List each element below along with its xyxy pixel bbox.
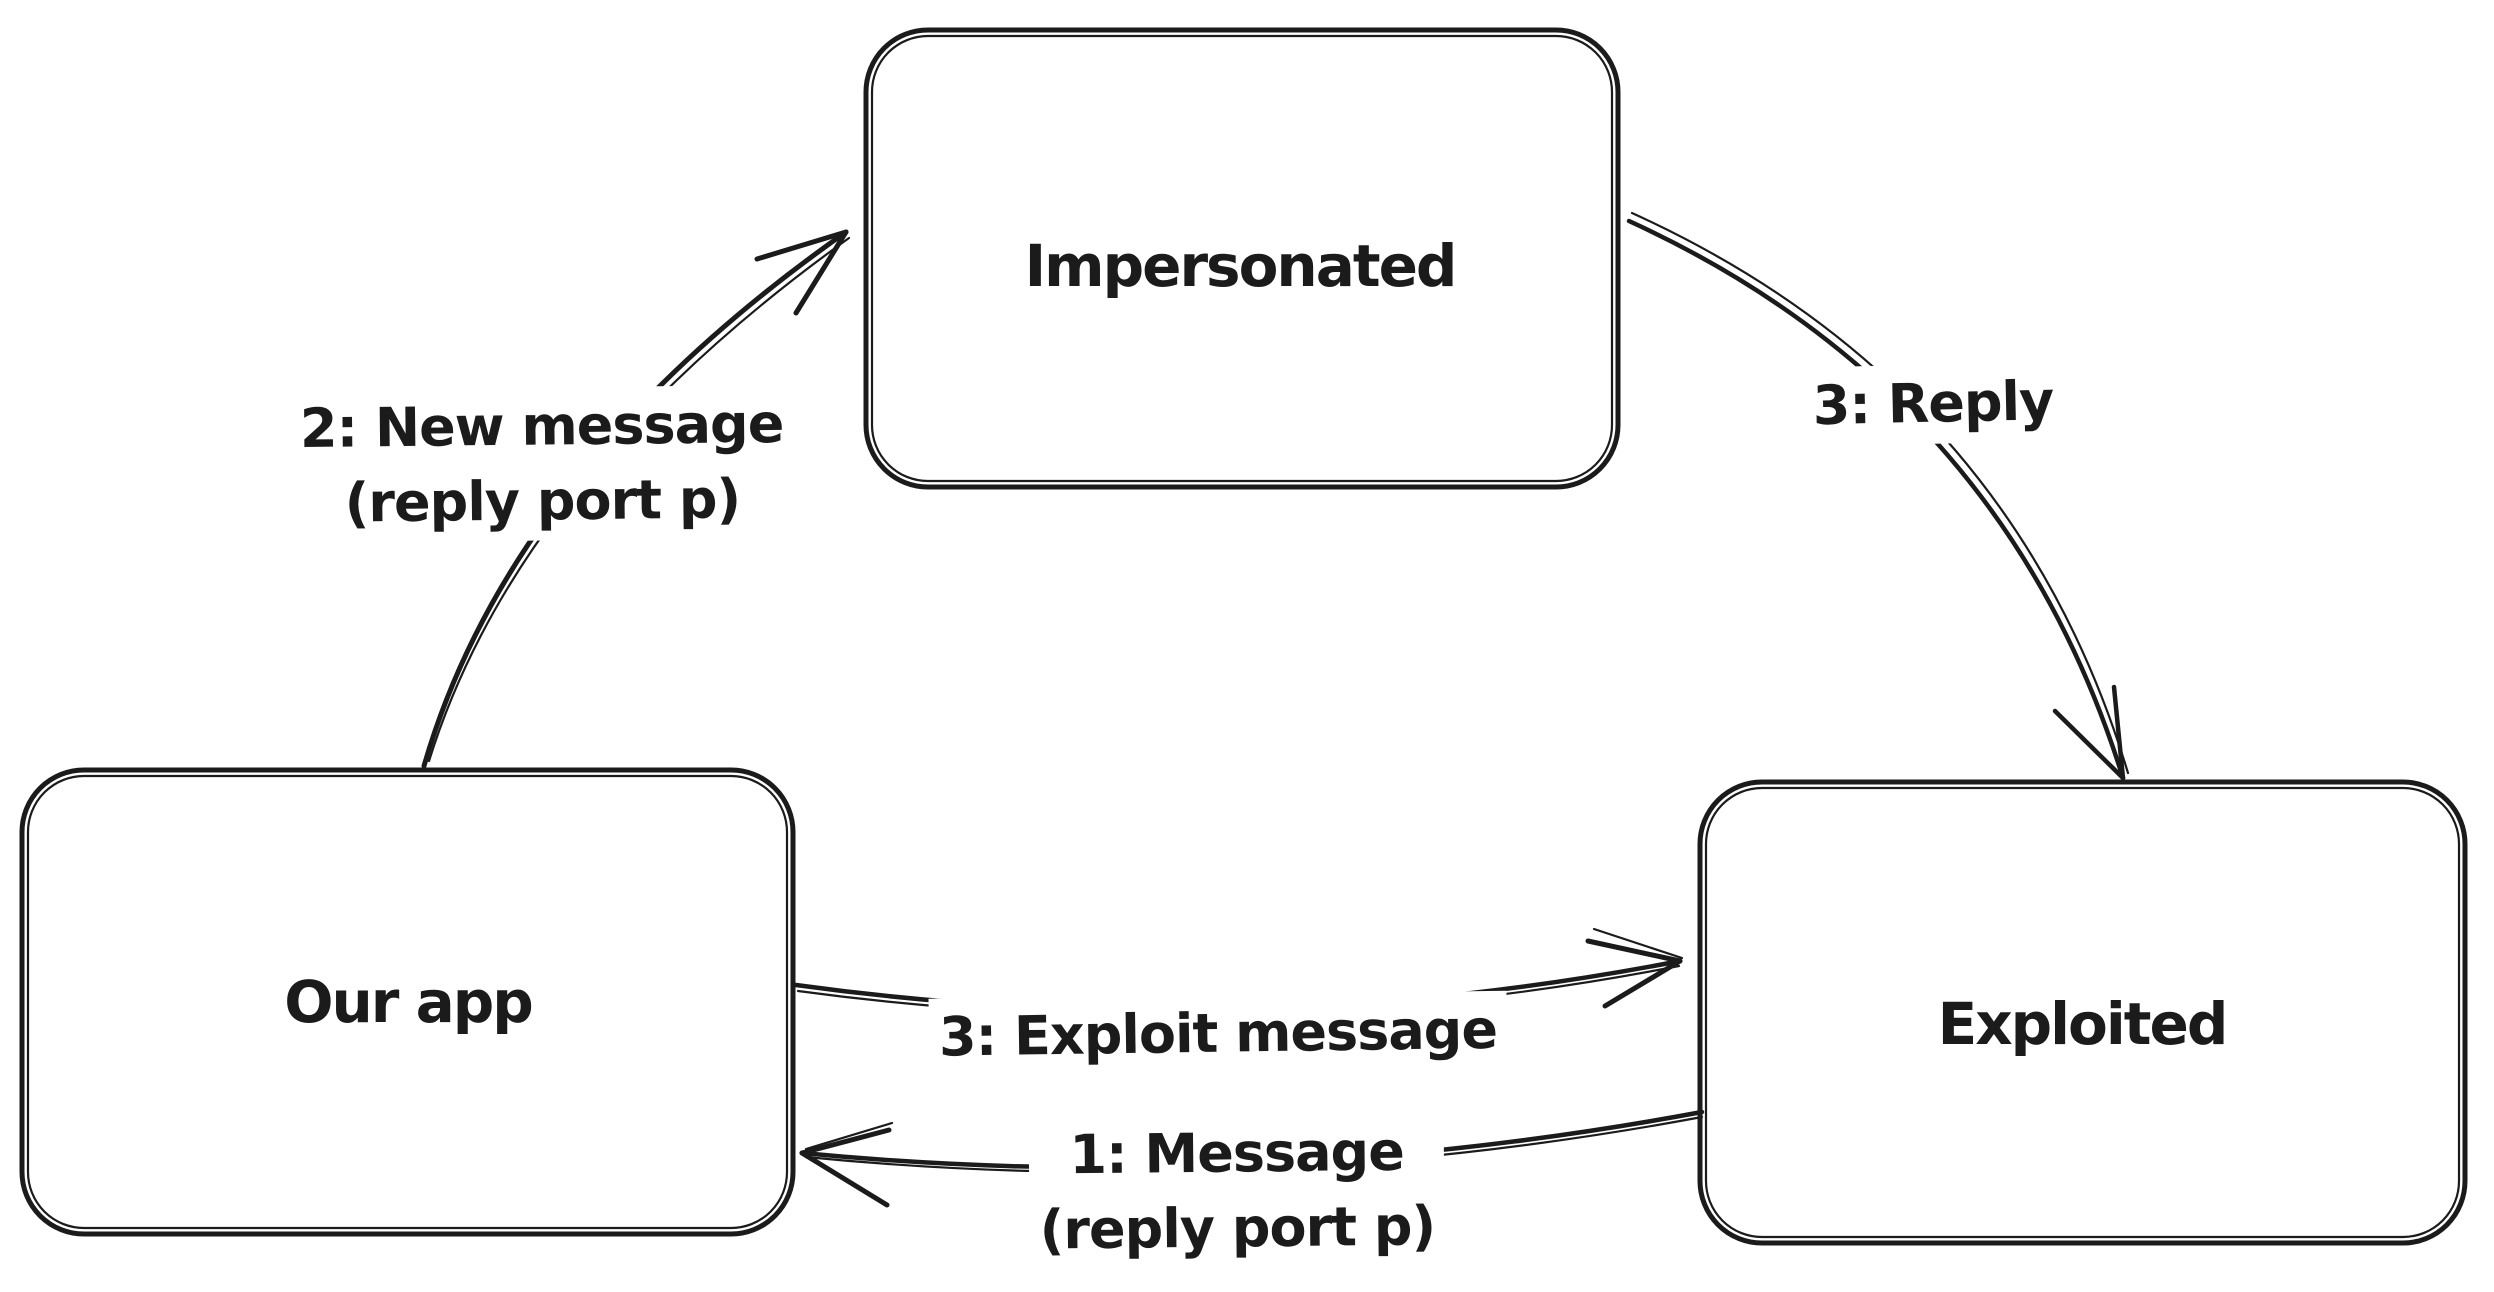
- node-exploited-border: [1697, 779, 2468, 1246]
- edge-label-exploit-message: 3: Exploit message: [928, 990, 1508, 1078]
- node-impersonated-border: [863, 27, 1621, 490]
- node-label-exploited: Exploited: [1937, 990, 2229, 1058]
- edge-label-exploit-message-line1: 3: Exploit message: [938, 997, 1498, 1069]
- edge-reply-arrowhead: [2111, 684, 2126, 781]
- edge-exploit-message-arrowhead: [1585, 938, 1683, 964]
- node-label-impersonated: Impersonated: [1024, 232, 1458, 300]
- edge-label-reply-line1: 3: Reply: [1812, 369, 2054, 438]
- edge-exploit-message-arrowhead-sketch: [1592, 927, 1684, 960]
- node-our-app-box: [19, 767, 796, 1237]
- edge-exploit-message-arrowhead-leg: [1602, 958, 1683, 1009]
- node-label-our-app: Our app: [284, 968, 534, 1036]
- node-impersonated-box: [863, 27, 1621, 490]
- edge-reply-shaft-sketch: [1630, 211, 2130, 775]
- edge-label-new-message: 2: New message (reply port p): [289, 384, 795, 544]
- edge-message-arrowhead-sketch: [804, 1121, 894, 1151]
- edge-new-message-arrowhead-leg: [793, 229, 849, 316]
- edge-new-message-arrowhead: [754, 229, 849, 262]
- edge-message-arrowhead-leg: [799, 1150, 890, 1208]
- edge-label-message-line2: (reply port p): [1039, 1193, 1436, 1262]
- node-our-app-border: [19, 767, 796, 1237]
- edge-message-arrowhead: [799, 1127, 892, 1156]
- edge-label-reply: 3: Reply: [1801, 362, 2065, 446]
- edge-reply-arrowhead-leg: [2052, 708, 2126, 781]
- edge-reply-shaft: [1626, 218, 2126, 781]
- edge-reply: [1626, 211, 2130, 781]
- node-exploited-border-sketch: [1704, 786, 2461, 1239]
- edge-label-message-line1: 1: Message: [1069, 1119, 1405, 1187]
- node-our-app-border-sketch: [26, 774, 789, 1230]
- node-exploited-box: [1697, 779, 2468, 1246]
- node-impersonated-border-sketch: [870, 34, 1614, 483]
- edge-label-new-message-line2: (reply port p): [344, 466, 741, 535]
- edge-label-new-message-line1: 2: New message: [299, 391, 784, 461]
- edge-label-message: 1: Message (reply port p): [1028, 1112, 1446, 1270]
